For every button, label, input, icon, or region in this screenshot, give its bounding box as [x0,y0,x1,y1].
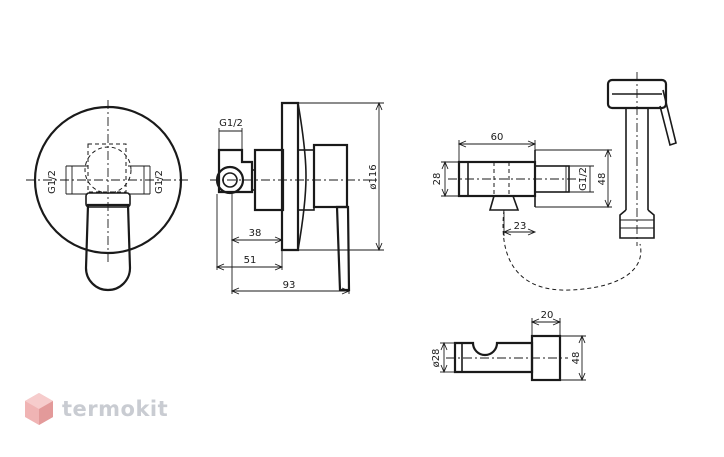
brand-name: termokit [62,397,169,421]
front-handle-base [85,192,131,208]
holder-small-view: 20 ø28 48 [431,310,586,382]
shower-trigger [659,89,677,147]
holder-height-label: 28 [432,173,443,186]
side-elbow [217,148,254,194]
front-hidden-body [87,143,127,193]
side-depth-total-label: 93 [283,280,296,291]
holder-assembly: 60 28 G1/2 48 23 [432,72,677,291]
front-view: G1/2 G1/2 [26,100,190,292]
side-depth-2-label: 51 [244,255,257,266]
logo-mark-icon [25,393,53,425]
side-view: G1/2 ø116 38 51 93 [210,101,384,295]
holder-width-label: 60 [491,132,504,143]
side-elbow-port [215,165,245,195]
side-top-thread-label: G1/2 [219,118,243,129]
holder-thread-label: G1/2 [578,167,589,191]
holder-offset-label: 23 [514,221,527,232]
hand-shower [606,72,677,246]
holder-small-body [453,341,534,374]
side-depth-1-label: 38 [249,228,262,239]
holder-height-right-label: 48 [597,173,608,186]
front-handle [84,203,132,292]
shower-hose [502,209,642,291]
holder-hose-nut [488,195,520,211]
brand-logo: termokit [24,392,168,426]
side-body [253,148,285,212]
side-cover-plate [280,101,300,252]
side-diameter-label: ø116 [368,164,379,189]
side-handle [335,205,351,292]
small-height-label: 48 [571,352,582,365]
side-cover-curve [297,102,307,251]
side-cap [312,143,349,209]
front-left-thread-label: G1/2 [47,170,58,194]
front-right-thread-label: G1/2 [154,170,165,194]
small-width-label: 20 [541,310,554,321]
small-diameter-label: ø28 [431,349,442,368]
